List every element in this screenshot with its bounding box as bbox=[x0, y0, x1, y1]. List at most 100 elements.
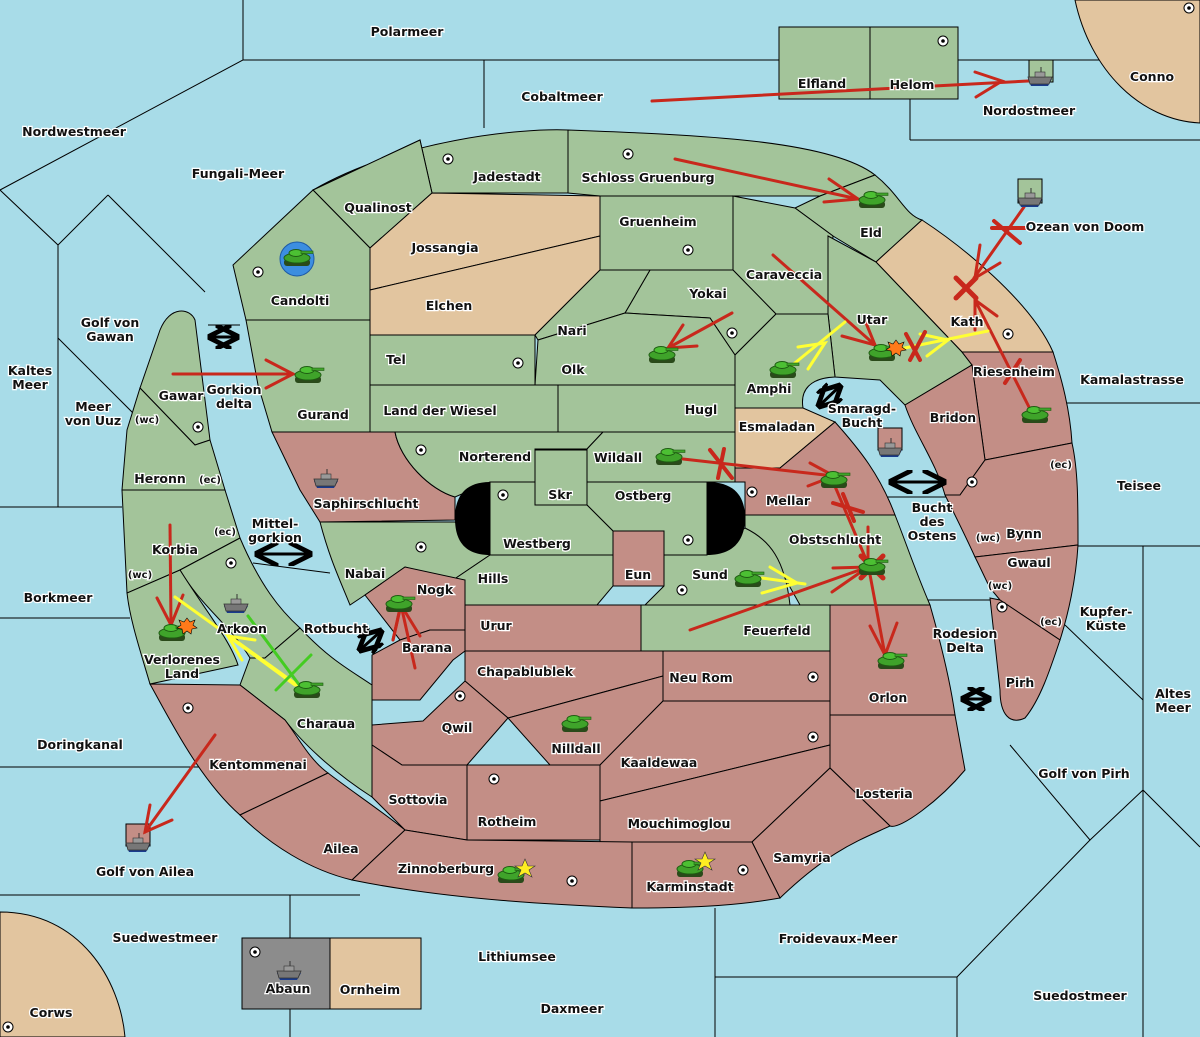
province-ornheim[interactable] bbox=[329, 937, 422, 1010]
sea-label: Golf von bbox=[81, 315, 140, 330]
coast-label: (ec) bbox=[1040, 617, 1062, 628]
failed-order-markers bbox=[708, 219, 1029, 523]
sea-label: Suedwestmeer bbox=[113, 930, 219, 945]
province-label: Feuerfeld bbox=[743, 623, 810, 638]
supply-center-icon bbox=[566, 875, 578, 887]
sea-label: Bucht bbox=[912, 500, 953, 515]
province-label: Skr bbox=[548, 487, 572, 502]
sea-label: Bucht bbox=[842, 415, 883, 430]
wall-east bbox=[707, 482, 745, 555]
province-label: Schloss Gruenburg bbox=[581, 170, 714, 185]
province-label: Ailea bbox=[323, 841, 358, 856]
coast-label: (ec) bbox=[199, 475, 221, 486]
province-norterend[interactable] bbox=[394, 431, 605, 498]
sea-label: Mittel- bbox=[252, 516, 299, 531]
province-label: Kentommenai bbox=[209, 757, 307, 772]
failed-x-icon bbox=[904, 332, 922, 362]
sea-label: Gawan bbox=[86, 329, 134, 344]
supply-center-icon bbox=[1183, 2, 1195, 14]
province-gruenheim[interactable] bbox=[599, 195, 734, 271]
province-elfland[interactable] bbox=[778, 26, 871, 100]
sea-label: Fungali-Meer bbox=[192, 166, 285, 181]
order-move-arrow bbox=[143, 733, 217, 834]
province-label: Charaua bbox=[297, 716, 355, 731]
province-label: Wildall bbox=[594, 450, 642, 465]
province-label: Corws bbox=[30, 1005, 73, 1020]
order-move-arrow bbox=[866, 562, 887, 657]
sea-label: Gorkion bbox=[206, 382, 261, 397]
province-label: Gwaul bbox=[1007, 555, 1050, 570]
sea-label: Meer bbox=[12, 377, 48, 392]
province-label: Chapablublek bbox=[477, 664, 574, 679]
province-conno[interactable] bbox=[1074, 0, 1200, 124]
province-label: Saphirschlucht bbox=[314, 496, 419, 511]
province-corws[interactable] bbox=[0, 911, 126, 1037]
sea-label: Suedostmeer bbox=[1033, 988, 1127, 1003]
province-karminstadt[interactable] bbox=[631, 841, 781, 909]
order-green-line bbox=[246, 614, 308, 696]
passage-arrow-icon bbox=[360, 631, 381, 650]
province-label: Urur bbox=[480, 618, 512, 633]
coast-label: (ec) bbox=[214, 527, 236, 538]
sea-label: Meer bbox=[1155, 700, 1191, 715]
province-label: Ostberg bbox=[615, 488, 672, 503]
province-pirh[interactable] bbox=[989, 597, 1061, 721]
province-samyria[interactable] bbox=[751, 767, 891, 899]
province-label: Land der Wiesel bbox=[383, 403, 496, 418]
province-label: Nari bbox=[557, 323, 586, 338]
province-label: Elfland bbox=[798, 76, 846, 91]
sea-label: Nordostmeer bbox=[983, 103, 1076, 118]
supply-center-icon bbox=[807, 671, 819, 683]
province-label: Eun bbox=[625, 567, 651, 582]
order-move-arrow bbox=[771, 253, 877, 347]
province-barana[interactable] bbox=[371, 629, 466, 701]
supply-center-icon bbox=[252, 266, 264, 278]
province-skr[interactable] bbox=[534, 449, 588, 506]
province-label: Hugl bbox=[685, 402, 718, 417]
failed-x-icon bbox=[1003, 358, 1022, 385]
sea-label: Rotbucht bbox=[304, 621, 368, 636]
sea-label: Borkmeer bbox=[24, 590, 94, 605]
sea-label: Lithiumsee bbox=[478, 949, 556, 964]
province-label: Olk bbox=[561, 362, 585, 377]
order-move-arrow bbox=[673, 157, 860, 201]
sea-label: Rodesion bbox=[933, 626, 998, 641]
province-label: Losteria bbox=[855, 786, 912, 801]
sea-label: Küste bbox=[1086, 618, 1126, 633]
supply-center-icon bbox=[726, 327, 738, 339]
province-label: Caraveccia bbox=[746, 267, 822, 282]
province-label: Rotheim bbox=[478, 814, 537, 829]
province-bynn[interactable] bbox=[944, 442, 1079, 558]
passage-arrow-icon bbox=[819, 386, 840, 406]
sea-label: Ozean von Doom bbox=[1026, 219, 1145, 234]
province-label: Nilldall bbox=[551, 741, 600, 756]
supply-center-icon bbox=[966, 476, 978, 488]
order-support-line bbox=[226, 634, 297, 687]
province-schloss-gruenburg[interactable] bbox=[567, 129, 877, 197]
province-label: Ornheim bbox=[340, 982, 400, 997]
sea-label: Nordwestmeer bbox=[22, 124, 127, 139]
sea-label: Daxmeer bbox=[540, 1001, 604, 1016]
supply-center-icon bbox=[415, 541, 427, 553]
province-nari[interactable] bbox=[534, 269, 651, 341]
supply-center-icon bbox=[807, 731, 819, 743]
province-label: Bynn bbox=[1006, 526, 1041, 541]
province-label: Zinnoberburg bbox=[398, 861, 494, 876]
supply-center-icon bbox=[249, 946, 261, 958]
province-label: Sottovia bbox=[389, 792, 448, 807]
province-label: Amphi bbox=[747, 381, 792, 396]
sea-label: gorkion bbox=[248, 530, 302, 545]
coast-label: (wc) bbox=[128, 570, 152, 581]
order-move-arrow bbox=[972, 205, 1026, 280]
supply-center-icon bbox=[488, 773, 500, 785]
province-label: Gruenheim bbox=[619, 214, 696, 229]
supply-center-icon bbox=[454, 690, 466, 702]
supply-center-icon bbox=[622, 148, 634, 160]
supply-center-icon bbox=[497, 489, 509, 501]
sea-label: delta bbox=[216, 396, 252, 411]
sea-label: Delta bbox=[946, 640, 984, 655]
province-label: Tel bbox=[386, 352, 406, 367]
supply-center-icon bbox=[2, 1021, 14, 1033]
province-label: Jossangia bbox=[410, 240, 478, 255]
